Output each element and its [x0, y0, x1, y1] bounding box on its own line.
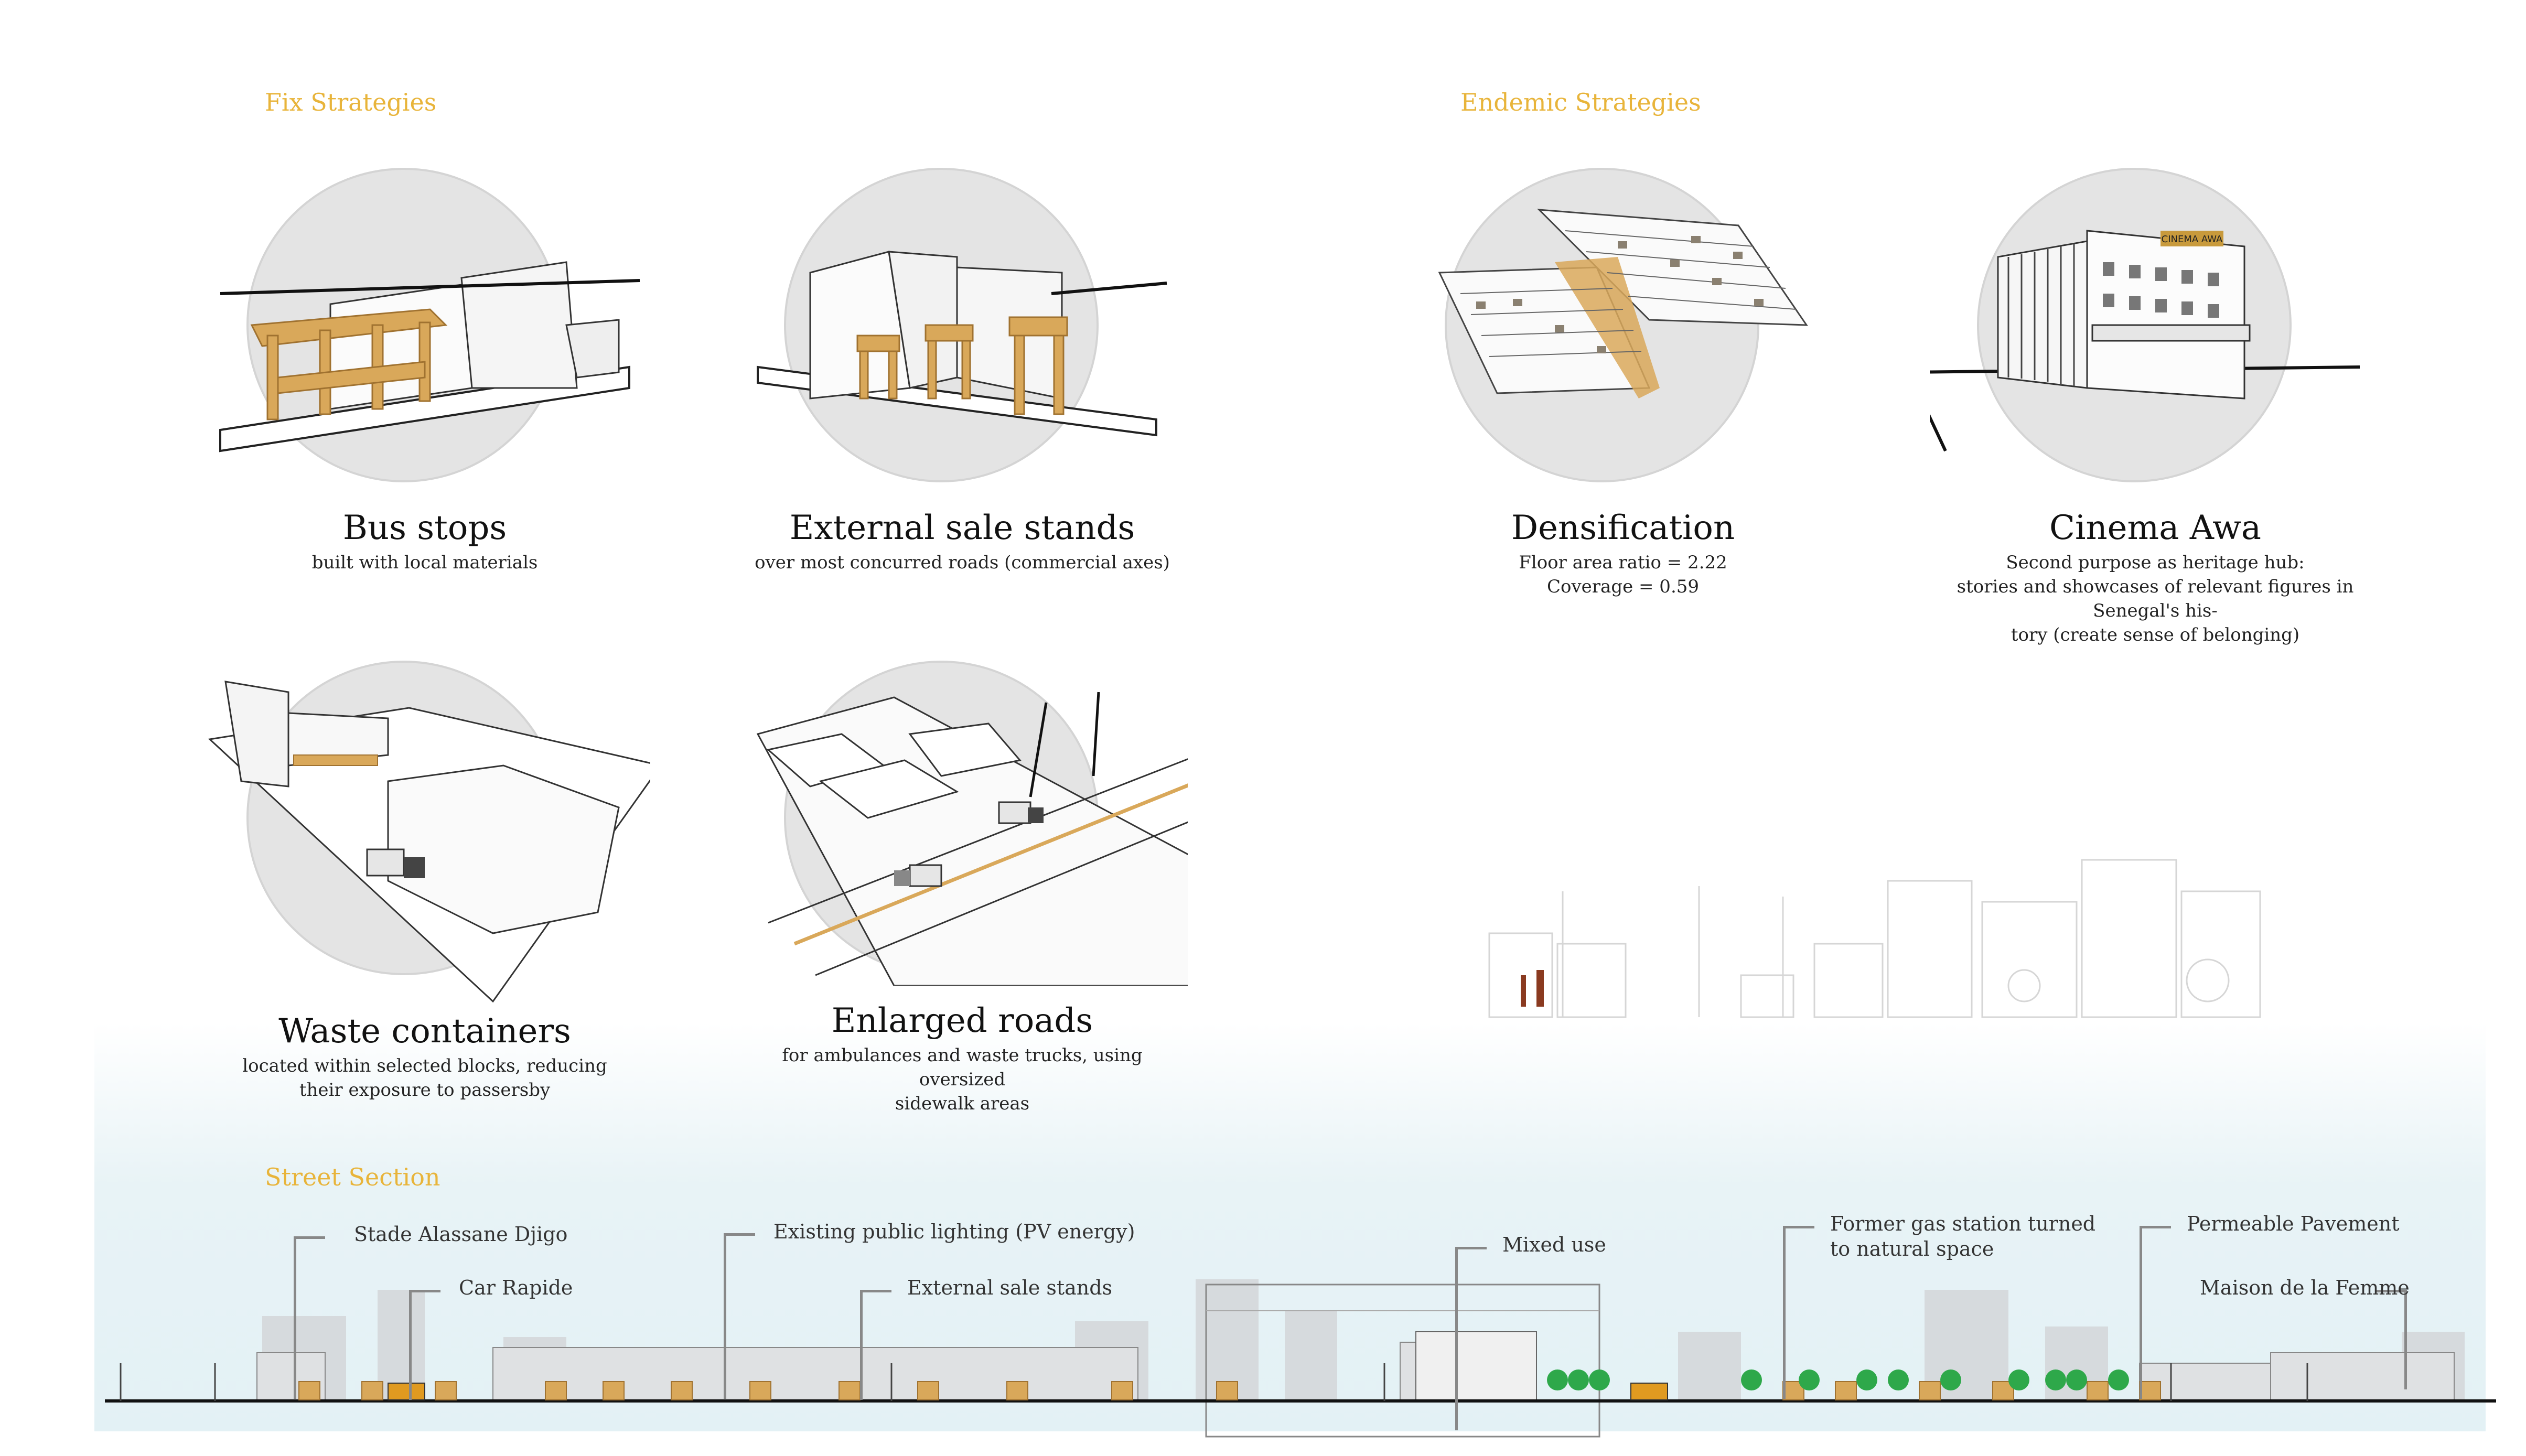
- leader-mixed-use: [1455, 1247, 1458, 1430]
- sale-stands-illustration: [757, 251, 1167, 437]
- card-bus-stops: Bus stops built with local materials: [199, 168, 650, 640]
- card-title: Cinema Awa: [2049, 509, 2261, 547]
- label-mixed-use: Mixed use: [1502, 1233, 1606, 1256]
- leader-lighting-tick: [724, 1233, 755, 1236]
- card-title: Enlarged roads: [831, 1001, 1093, 1040]
- leader-lighting: [724, 1233, 726, 1399]
- card-description: built with local materials: [311, 552, 538, 573]
- section-title-fix: Fix Strategies: [265, 88, 437, 116]
- label-pavement: Permeable Pavement: [2187, 1212, 2400, 1235]
- card-sale-stands: External sale stands over most concurred…: [737, 168, 1188, 640]
- leader-stade: [294, 1236, 296, 1399]
- leader-car-rapide-tick: [409, 1290, 440, 1292]
- waste-containers-illustration: [208, 681, 650, 1003]
- label-car-rapide: Car Rapide: [459, 1276, 573, 1299]
- card-description: over most concurred roads (commercial ax…: [755, 552, 1170, 573]
- label-maison: Maison de la Femme: [2200, 1276, 2410, 1299]
- densification-illustration: [1438, 209, 1808, 398]
- card-waste-containers: Waste containers located within selected…: [199, 661, 650, 1133]
- label-stands: External sale stands: [907, 1276, 1113, 1299]
- card-densification: Densification Floor area ratio = 2.22 Co…: [1398, 168, 1848, 640]
- street-elevation-sketch: [1488, 859, 2261, 1018]
- section-title-street: Street Section: [265, 1163, 440, 1191]
- label-lighting: Existing public lighting (PV energy): [773, 1220, 1135, 1243]
- leader-pavement-tick: [2140, 1226, 2171, 1228]
- card-cinema-awa: CINEMA AWA Cinema Awa Second purpose as …: [1930, 168, 2381, 645]
- leader-stands-tick: [860, 1290, 891, 1292]
- leader-mixed-use-tick: [1455, 1247, 1487, 1249]
- card-title: Bus stops: [342, 509, 507, 547]
- section-title-endemic: Endemic Strategies: [1460, 88, 1701, 116]
- leader-car-rapide: [409, 1290, 412, 1400]
- card-title: External sale stands: [789, 509, 1135, 547]
- card-description: Second purpose as heritage hub: stories …: [1957, 552, 2354, 645]
- card-description: for ambulances and waste trucks, using o…: [782, 1045, 1143, 1114]
- card-title: Waste containers: [278, 1012, 571, 1051]
- label-stade: Stade Alassane Djigo: [354, 1223, 568, 1246]
- enlarged-roads-illustration: [756, 692, 1188, 986]
- leader-maison-tick: [2375, 1290, 2407, 1292]
- card-description: Floor area ratio = 2.22 Coverage = 0.59: [1519, 552, 1727, 597]
- card-enlarged-roads: Enlarged roads for ambulances and waste …: [737, 661, 1188, 1133]
- leader-gas-station: [1783, 1226, 1786, 1399]
- bus-stop-illustration: [219, 261, 640, 452]
- leader-stands: [860, 1290, 863, 1400]
- street-section-drawing: [105, 1279, 2496, 1438]
- card-description: located within selected blocks, reducing…: [242, 1055, 607, 1101]
- leader-stade-tick: [294, 1236, 325, 1239]
- leader-pavement: [2140, 1226, 2142, 1399]
- leader-gas-station-tick: [1783, 1226, 1814, 1228]
- cinema-illustration: CINEMA AWA: [1930, 230, 2360, 452]
- label-gas-station: Former gas station turned to natural spa…: [1830, 1212, 2096, 1260]
- card-title: Densification: [1511, 509, 1735, 547]
- leader-maison: [2404, 1290, 2407, 1389]
- cinema-sign-text: CINEMA AWA: [2162, 234, 2223, 245]
